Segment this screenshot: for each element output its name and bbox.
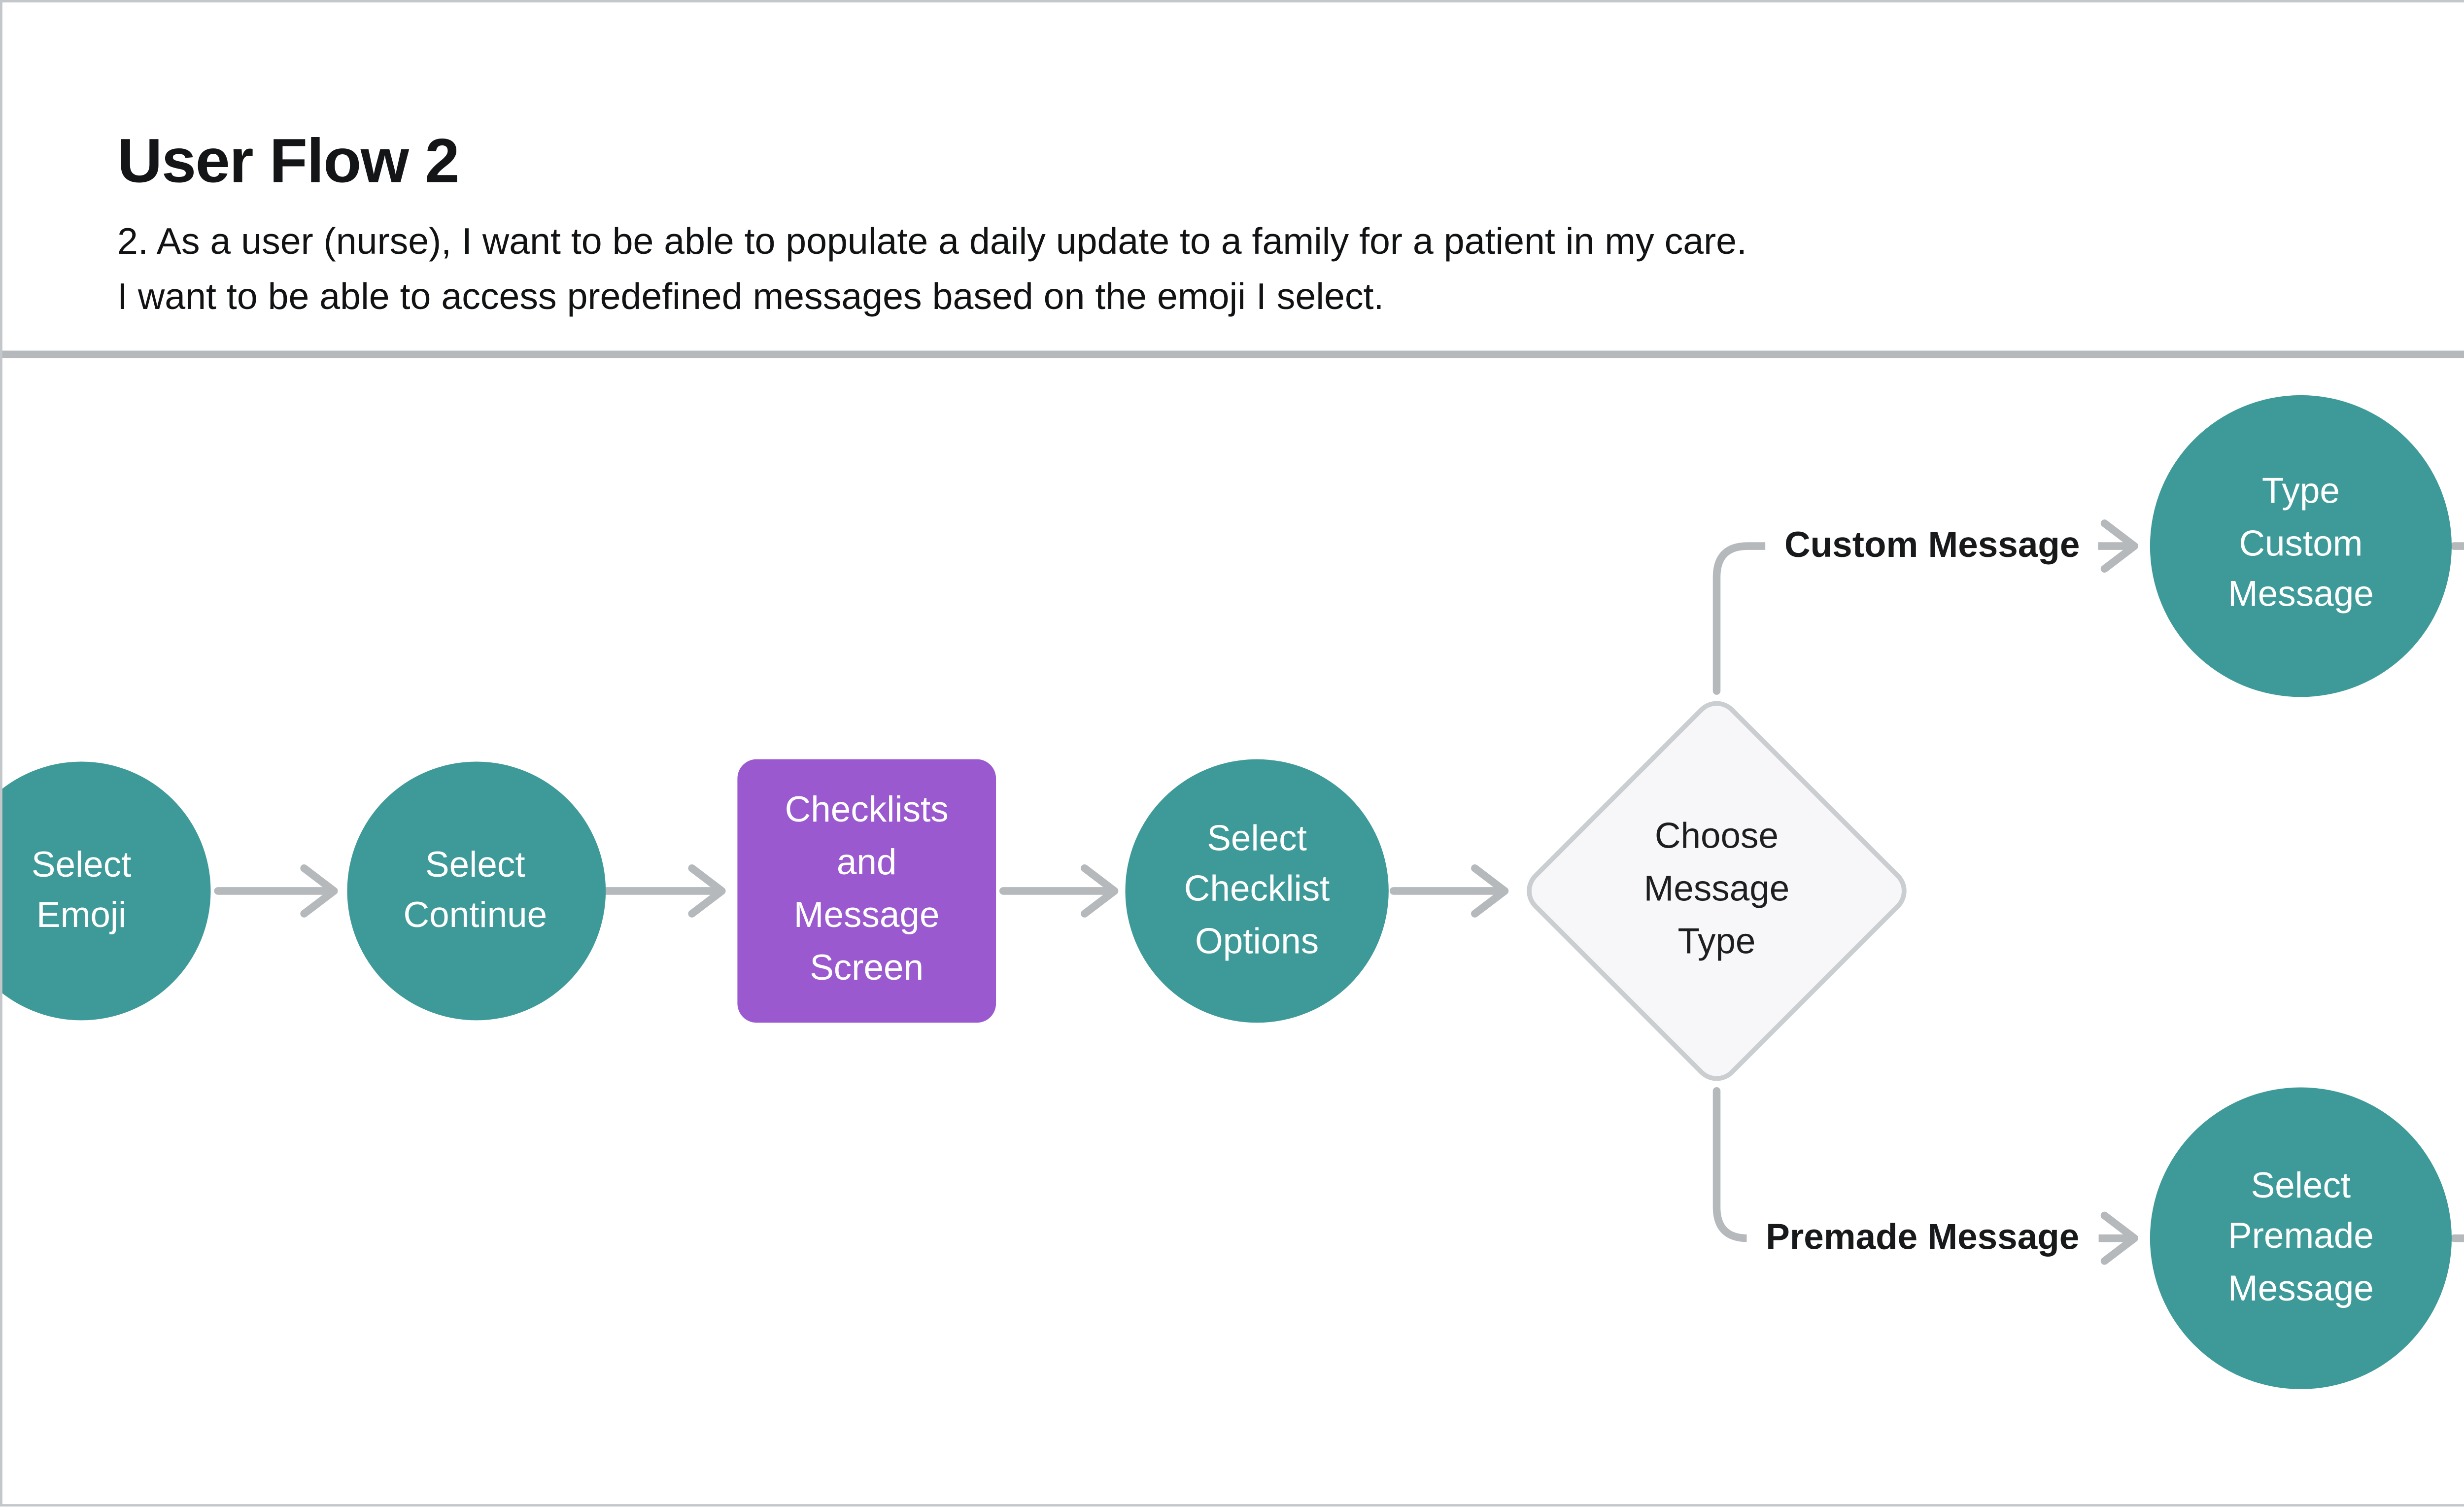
node-select-continue[interactable]: Select Continue (346, 761, 605, 1021)
connector-custom-branch (1712, 542, 2132, 695)
node-label: Select Premade Message (2228, 1165, 2374, 1310)
arrowhead-icon (300, 864, 338, 918)
connector-premade-merge (2450, 1234, 2464, 1242)
page-title: User Flow 2 (117, 124, 459, 197)
connector-premade-branch (1712, 1087, 2132, 1242)
node-select-premade-message[interactable]: Select Premade Message (2150, 1087, 2452, 1389)
arrowhead-icon (2100, 519, 2139, 573)
edge-label-premade-message[interactable]: Premade Message (1746, 1210, 2099, 1266)
node-label: Choose Message Type (1643, 817, 1790, 963)
connector-custom-merge (2450, 542, 2464, 550)
arrowhead-icon (1081, 864, 1119, 918)
arrowhead-icon (1471, 864, 1509, 918)
page-description: 2. As a user (nurse), I want to be able … (117, 222, 1747, 317)
node-label: Select Continue (403, 844, 548, 937)
node-label: Select Emoji (31, 844, 132, 937)
node-select-emoji[interactable]: Select Emoji (0, 761, 211, 1021)
node-label: Checklists and Message Screen (785, 790, 949, 990)
node-select-checklist-options[interactable]: Select Checklist Options (1125, 759, 1389, 1023)
node-checklists-and-message-screen[interactable]: Checklists and Message Screen (737, 759, 996, 1023)
node-label: Select Checklist Options (1184, 818, 1330, 962)
edge-label-custom-message[interactable]: Custom Message (1765, 518, 2099, 574)
node-type-custom-message[interactable]: Type Custom Message (2150, 394, 2452, 696)
arrowhead-icon (688, 864, 726, 918)
node-label: Type Custom Message (2228, 472, 2374, 616)
arrowhead-icon (2100, 1211, 2139, 1265)
